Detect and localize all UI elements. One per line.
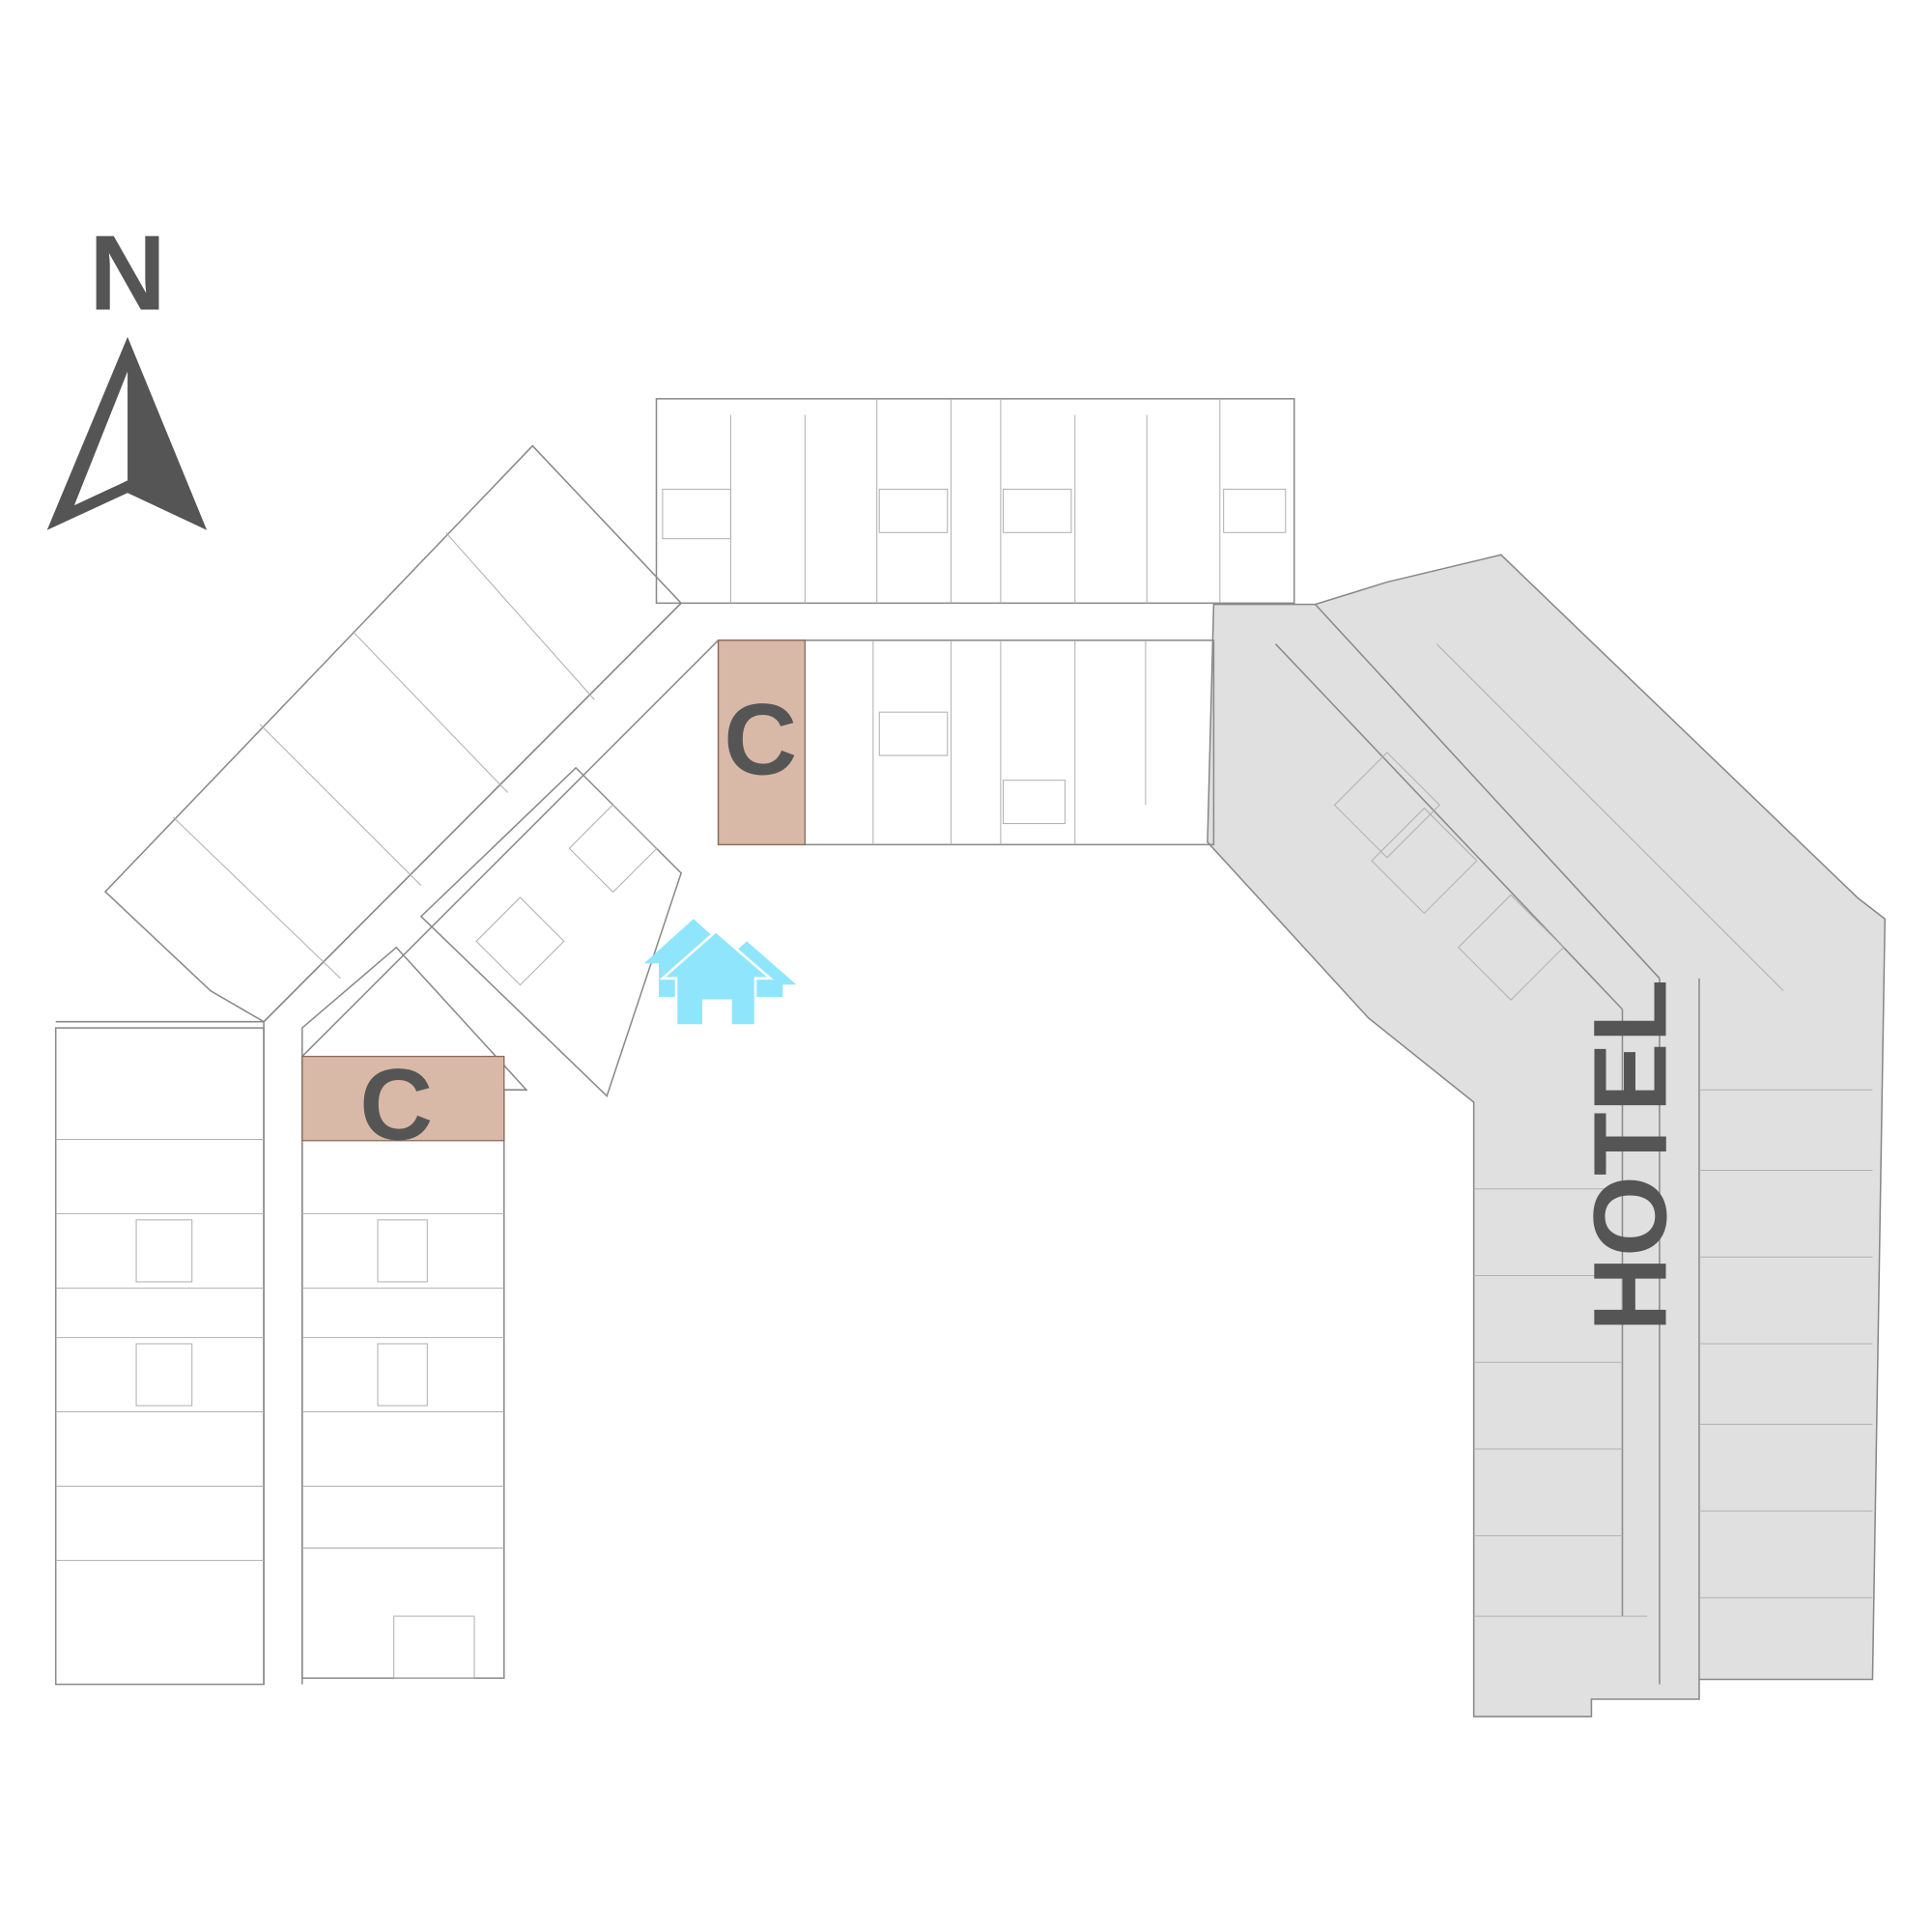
hotel-area: [1207, 554, 1887, 1718]
unit-c-north[interactable]: C: [717, 639, 806, 845]
west-wing: [54, 1021, 505, 1686]
north-compass: N: [46, 214, 208, 530]
unit-c-west[interactable]: C: [301, 1048, 505, 1161]
north-label: N: [89, 214, 166, 333]
unit-label: C: [724, 683, 797, 796]
hotel-label: HOTEL: [1572, 980, 1688, 1332]
northwest-wing: [55, 444, 720, 1098]
north-arrow-icon: [46, 336, 208, 530]
house-icon: [643, 919, 797, 1027]
unit-label: C: [359, 1048, 433, 1161]
hotel-rooms: HOTEL: [1274, 604, 1873, 1685]
